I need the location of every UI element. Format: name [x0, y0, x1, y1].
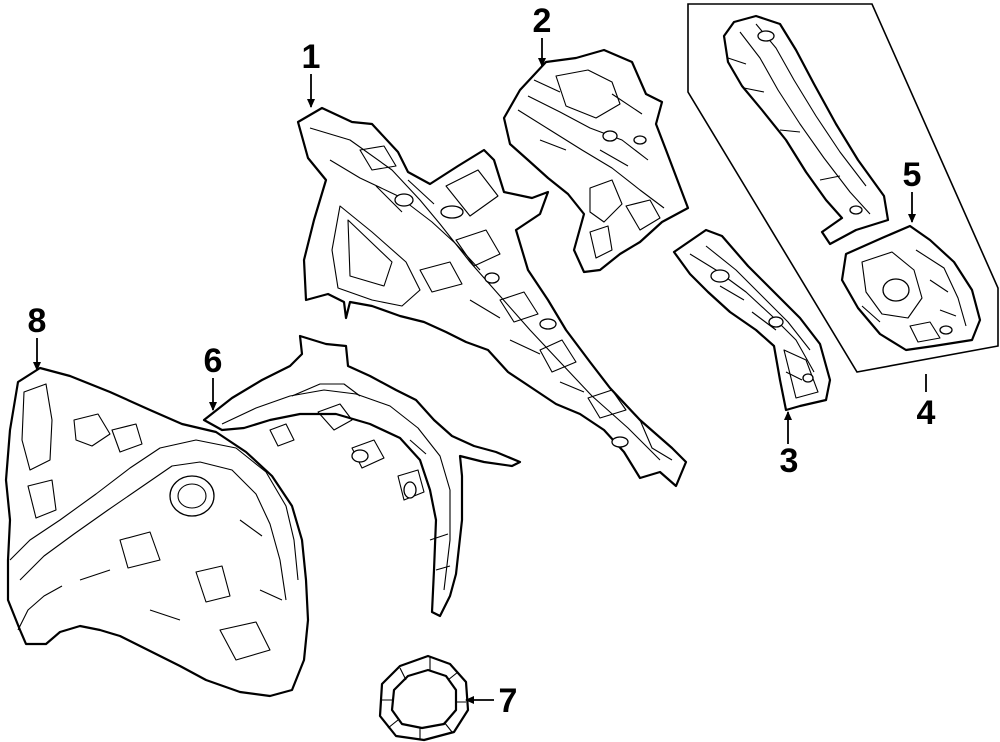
- callout-1: 1: [302, 38, 321, 76]
- part-2-reinforcement-panel[interactable]: [502, 48, 690, 274]
- callout-6: 6: [204, 342, 223, 380]
- callout-3: 3: [780, 442, 799, 480]
- callout-2: 2: [533, 2, 552, 40]
- callout-7: 7: [499, 682, 518, 720]
- part-4-upper-member[interactable]: [722, 14, 890, 246]
- part-7-fuel-door-housing[interactable]: [378, 654, 470, 742]
- part-5-lower-bracket[interactable]: [840, 224, 982, 352]
- assembly-4-frame: [687, 3, 999, 373]
- callout-5: 5: [903, 156, 922, 194]
- part-6-wheelhouse-inner[interactable]: [202, 334, 522, 618]
- part-1-quarter-inner-panel[interactable]: [296, 106, 688, 488]
- part-8-wheelhouse-outer[interactable]: [4, 366, 310, 698]
- callout-8: 8: [28, 302, 47, 340]
- part-3-rail-extension[interactable]: [672, 228, 832, 412]
- callout-4: 4: [917, 394, 936, 432]
